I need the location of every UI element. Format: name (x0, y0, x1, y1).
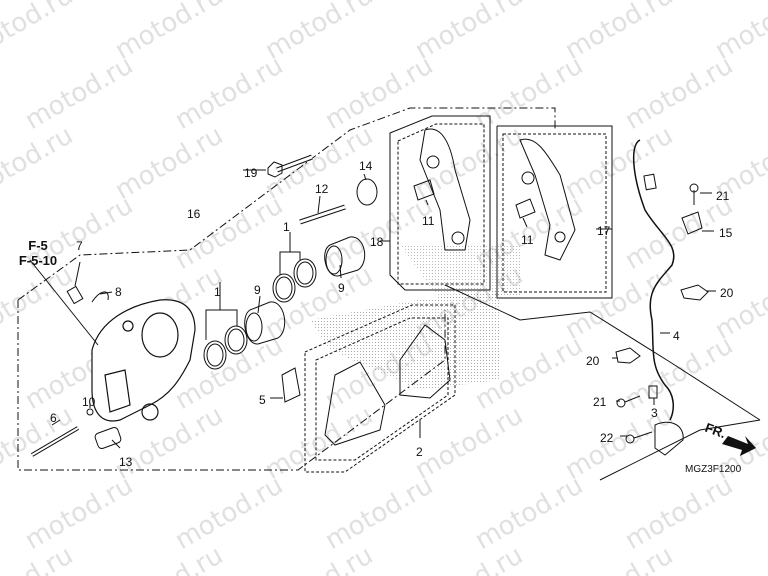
part-callout-1: 1 (214, 285, 221, 299)
reference-line-2: F-5-10 (18, 253, 58, 268)
bracket-box-17 (496, 125, 613, 299)
part-callout-2: 2 (416, 445, 423, 459)
part-callout-19: 19 (244, 166, 258, 180)
drawing-code: MGZ3F1200 (685, 464, 742, 475)
part-callout-3: 3 (651, 406, 658, 420)
part-callout-20: 20 (720, 286, 734, 300)
part-callout-13: 13 (119, 455, 133, 469)
part-callout-17: 17 (597, 224, 611, 238)
part-callout-14: 14 (359, 159, 373, 173)
part-callout-16: 16 (187, 207, 201, 221)
part-callout-11: 11 (422, 214, 435, 228)
part-callout-8: 8 (115, 285, 122, 299)
part-callout-10: 10 (82, 395, 96, 409)
caliper-body (91, 299, 196, 422)
part-callout-11: 11 (521, 233, 534, 247)
part-callout-1: 1 (283, 220, 290, 234)
part-callout-7: 7 (76, 239, 83, 253)
part-callout-21: 21 (593, 395, 607, 409)
caliper-assembly-boundary (17, 300, 446, 471)
brake-pad-inner (324, 361, 386, 446)
part-callout-9: 9 (338, 281, 345, 295)
part-callout-21: 21 (716, 189, 730, 203)
part-callout-4: 4 (673, 329, 680, 343)
brake-pad-outer (399, 324, 451, 399)
part-callout-6: 6 (50, 411, 57, 425)
part-callout-12: 12 (315, 182, 329, 196)
front-arrow-icon (722, 436, 756, 456)
part-callout-9: 9 (254, 283, 261, 297)
part-callout-22: 22 (600, 431, 614, 445)
part-callout-5: 5 (259, 393, 266, 407)
reference-line-1: F-5 (28, 238, 48, 253)
part-callout-18: 18 (370, 235, 384, 249)
sensor-cable (632, 139, 675, 421)
part-callout-20: 20 (586, 354, 600, 368)
part-callout-15: 15 (719, 226, 733, 240)
